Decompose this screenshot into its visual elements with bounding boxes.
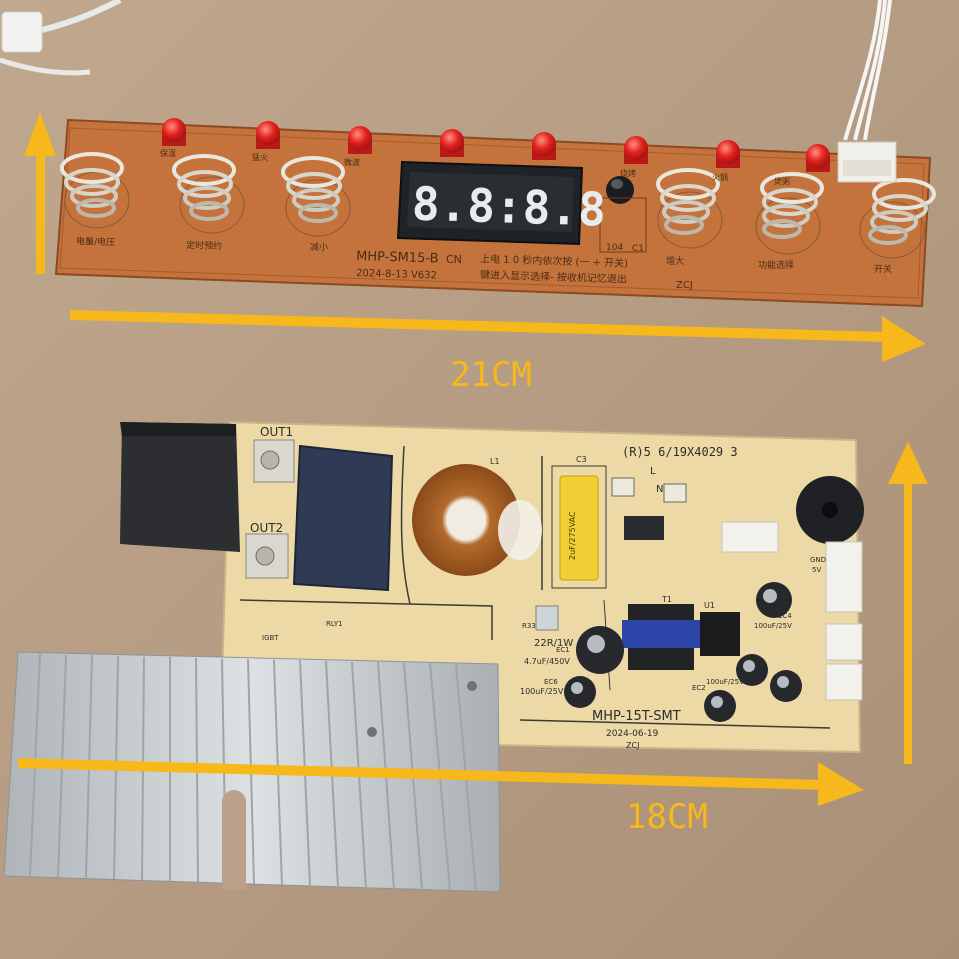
bottom-date: 2024-06-19 xyxy=(606,729,659,739)
white-connectors xyxy=(721,521,863,701)
spring-4 xyxy=(656,168,723,249)
display-board xyxy=(54,118,936,308)
electrolytic-capacitors xyxy=(564,582,802,722)
label-EC1: EC1 xyxy=(556,646,570,654)
label-R33: R33 xyxy=(522,622,536,630)
out2-label: OUT2 xyxy=(250,521,283,535)
ec4-label: 100uF/25V xyxy=(754,622,792,630)
top-region: CN xyxy=(446,253,462,266)
spring-1 xyxy=(60,152,130,229)
top-model: MHP-SM15-B xyxy=(356,249,439,267)
button-label-5: 功能选择 xyxy=(758,259,794,271)
top-signature: ZCJ xyxy=(676,280,693,291)
dimension-top: 21CM xyxy=(450,355,532,395)
label-N: N xyxy=(656,484,663,495)
ec6-label: 100uF/25V xyxy=(520,687,564,696)
led-label-3: 烧烤 xyxy=(620,168,636,178)
spring-6 xyxy=(859,178,936,259)
button-label-4: 增大 xyxy=(666,255,684,267)
arrow-up-icon xyxy=(24,112,56,274)
film-capacitor-black xyxy=(120,422,240,552)
spring-3 xyxy=(281,156,351,237)
ec2-label: 100uF/25V xyxy=(706,678,744,686)
led-label-5: 煲粥 xyxy=(774,176,790,186)
out1-terminal xyxy=(253,439,295,483)
button-label-1: 电量/电压 xyxy=(76,235,115,248)
led-3 xyxy=(348,126,372,154)
ribbon-connector xyxy=(837,141,897,183)
arrow-right-icon xyxy=(18,758,864,806)
label-U1: U1 xyxy=(704,601,715,610)
indicator-leds xyxy=(162,118,830,172)
spring-2 xyxy=(172,154,245,234)
film-capacitor-yellow xyxy=(551,465,607,589)
label-RLY1: RLY1 xyxy=(326,620,343,628)
bottom-model: MHP-15T-SMT xyxy=(592,709,681,724)
led-6 xyxy=(624,136,648,164)
display-digits: 8.8:8.8 xyxy=(411,177,606,237)
ic-chip xyxy=(700,612,740,656)
inductor-coil-icon xyxy=(412,464,542,576)
out1-label: OUT1 xyxy=(260,425,293,439)
relay xyxy=(292,444,394,592)
label-GND: GND xyxy=(810,556,826,564)
seven-segment-display xyxy=(396,160,584,246)
small-components xyxy=(535,477,687,631)
cap-label: 104 xyxy=(606,243,623,253)
button-label-6: 开关 xyxy=(874,263,892,275)
led-1 xyxy=(162,118,186,146)
led-label-6: 保温 xyxy=(160,148,176,158)
dimension-bottom: 18CM xyxy=(626,797,708,837)
led-7 xyxy=(716,140,740,168)
bottom-signature: ZCJ xyxy=(626,741,639,750)
label-EC4: EC4 xyxy=(778,612,792,620)
led-label-4: 火锅 xyxy=(712,172,728,182)
label-L1: L1 xyxy=(490,457,500,466)
top-date-version: 2024-8-13 V632 xyxy=(356,268,437,282)
led-8 xyxy=(806,144,830,172)
label-IGBT: IGBT xyxy=(262,634,279,642)
label-EC2: EC2 xyxy=(692,684,706,692)
label-5V: 5V xyxy=(812,566,821,574)
header-code: (R)5 6/19X4029 3 xyxy=(622,445,738,459)
cable-connector xyxy=(0,0,122,76)
film-cap-label: 2uF/275VAC xyxy=(568,511,577,560)
led-label-1: 猛火 xyxy=(252,152,268,162)
speaker-buzzer-icon xyxy=(796,476,864,544)
transformer xyxy=(622,604,700,670)
label-EC6: EC6 xyxy=(544,678,558,686)
led-label-2: 微波 xyxy=(344,157,360,167)
electrolytic-capacitor-small xyxy=(599,176,647,253)
button-label-2: 定时预约 xyxy=(186,239,222,252)
arrow-right-icon xyxy=(70,310,926,362)
button-springs xyxy=(60,152,936,259)
cap-ref: C1 xyxy=(632,244,644,254)
arrow-up-icon xyxy=(888,442,928,764)
label-L: L xyxy=(650,466,656,477)
led-2 xyxy=(256,121,280,149)
label-C3: C3 xyxy=(576,455,587,464)
label-T1: T1 xyxy=(661,595,672,604)
spring-5 xyxy=(755,172,824,255)
power-board xyxy=(120,420,864,754)
button-label-3: 减小 xyxy=(310,241,328,253)
resistor-label: 22R/1W xyxy=(534,638,573,649)
led-5 xyxy=(532,132,556,160)
out2-terminal xyxy=(245,533,289,579)
ribbon-wires xyxy=(843,0,892,141)
ec1-label: 4.7uF/450V xyxy=(524,657,570,666)
led-4 xyxy=(440,129,464,157)
